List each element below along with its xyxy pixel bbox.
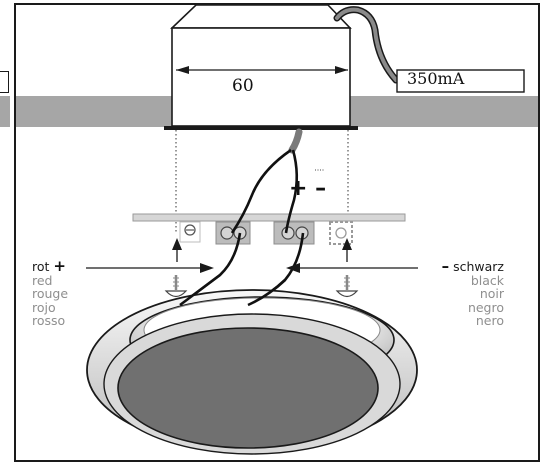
power-cable-core <box>335 7 398 82</box>
translation-item: rojo <box>32 299 56 315</box>
translation-item: negro <box>467 299 504 315</box>
fixing-screw-left <box>164 275 188 298</box>
mounting-flange <box>164 126 358 130</box>
wire-color-plus-label: rot <box>32 259 50 274</box>
translation-item: black <box>470 272 504 288</box>
dimension-arrow-left <box>176 66 189 74</box>
wire-color-list-plus: rot + red rouge rojo rosso <box>32 257 69 329</box>
circuit-board <box>132 213 406 222</box>
current-label: 350mA <box>407 69 465 88</box>
driver-housing <box>171 27 351 127</box>
current-label-box <box>396 69 525 93</box>
left-edge-ceiling <box>0 96 10 127</box>
minus-sign: – <box>441 257 450 275</box>
driver-cable <box>288 128 303 154</box>
lamp-diffuser <box>117 327 379 449</box>
plus-sign: + <box>53 257 66 275</box>
dimension-arrow-right <box>335 66 348 74</box>
left-edge-panel <box>0 71 9 93</box>
translation-item: nero <box>475 313 504 329</box>
wire-driver-plus <box>230 148 292 234</box>
wire-color-minus-label: schwarz <box>453 259 504 274</box>
wire-driver-minus <box>284 149 299 234</box>
width-dimension-label: 60 <box>232 76 254 96</box>
translation-item: red <box>32 272 53 288</box>
translation-item: noir <box>479 286 504 302</box>
wire-color-list-minus: – schwarz black noir negro nero <box>441 257 504 329</box>
translation-item: rosso <box>32 313 66 329</box>
translation-item: rouge <box>32 286 69 302</box>
driver-housing-top <box>170 4 352 29</box>
fixing-screw-right <box>335 275 359 298</box>
polarity-label: + – <box>289 176 327 201</box>
